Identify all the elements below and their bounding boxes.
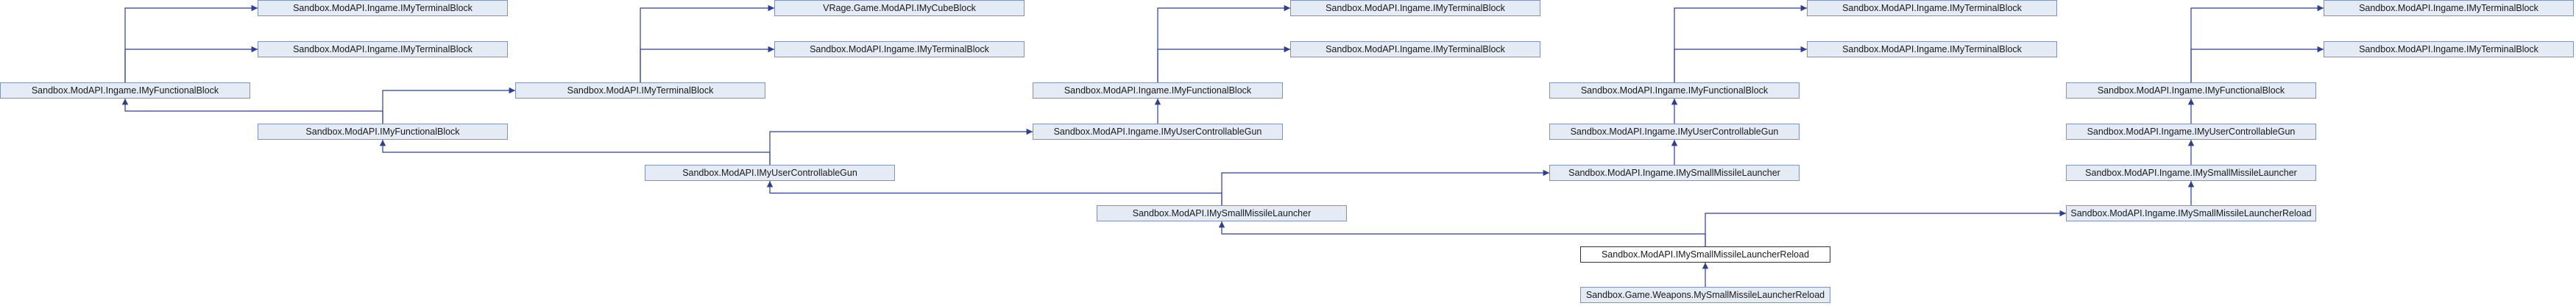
class-node[interactable]: Sandbox.ModAPI.IMyTerminalBlock bbox=[515, 82, 765, 99]
focus-class-node[interactable]: Sandbox.ModAPI.IMySmallMissileLauncherRe… bbox=[1580, 246, 1830, 263]
class-node[interactable]: Sandbox.ModAPI.Ingame.IMyUserControllabl… bbox=[2066, 124, 2316, 140]
inheritance-edge bbox=[1705, 210, 2066, 246]
class-node[interactable]: Sandbox.ModAPI.Ingame.IMySmallMissileLau… bbox=[1549, 165, 1800, 181]
inheritance-edge bbox=[1674, 46, 1807, 82]
class-node[interactable]: Sandbox.ModAPI.Ingame.IMySmallMissileLau… bbox=[2066, 165, 2316, 181]
inheritance-edge bbox=[1674, 4, 1807, 82]
inheritance-edge bbox=[1157, 46, 1290, 82]
class-node[interactable]: Sandbox.Game.Weapons.MySmallMissileLaunc… bbox=[1580, 287, 1830, 303]
class-node[interactable]: Sandbox.ModAPI.IMySmallMissileLauncher bbox=[1097, 205, 1347, 221]
inheritance-edge bbox=[121, 99, 383, 124]
class-node[interactable]: Sandbox.ModAPI.Ingame.IMyFunctionalBlock bbox=[1033, 82, 1283, 99]
class-node[interactable]: Sandbox.ModAPI.Ingame.IMyTerminalBlock bbox=[258, 41, 508, 57]
class-node[interactable]: Sandbox.ModAPI.IMyFunctionalBlock bbox=[258, 124, 508, 140]
inheritance-edge bbox=[640, 4, 774, 82]
inheritance-edge bbox=[1157, 4, 1290, 82]
class-node[interactable]: Sandbox.ModAPI.IMyUserControllableGun bbox=[645, 165, 895, 181]
class-node[interactable]: Sandbox.ModAPI.Ingame.IMySmallMissileLau… bbox=[2066, 205, 2316, 221]
class-node[interactable]: Sandbox.ModAPI.Ingame.IMyFunctionalBlock bbox=[1549, 82, 1800, 99]
class-node[interactable]: Sandbox.ModAPI.Ingame.IMyTerminalBlock bbox=[1807, 41, 2057, 57]
inheritance-edge bbox=[1221, 169, 1549, 205]
inheritance-edge bbox=[124, 4, 258, 82]
class-node[interactable]: VRage.Game.ModAPI.IMyCubeBlock bbox=[774, 0, 1025, 16]
class-node[interactable]: Sandbox.ModAPI.Ingame.IMyTerminalBlock bbox=[258, 0, 508, 16]
inheritance-edge bbox=[766, 181, 1222, 205]
class-node[interactable]: Sandbox.ModAPI.Ingame.IMyUserControllabl… bbox=[1033, 124, 1283, 140]
inheritance-edge bbox=[379, 140, 771, 165]
class-node[interactable]: Sandbox.ModAPI.Ingame.IMyTerminalBlock bbox=[1290, 41, 1540, 57]
class-node[interactable]: Sandbox.ModAPI.Ingame.IMyTerminalBlock bbox=[1807, 0, 2057, 16]
inheritance-edge bbox=[640, 46, 774, 82]
inheritance-edge bbox=[2190, 4, 2324, 82]
class-node[interactable]: Sandbox.ModAPI.Ingame.IMyTerminalBlock bbox=[2324, 0, 2574, 16]
inheritance-edge bbox=[382, 87, 515, 124]
class-node[interactable]: Sandbox.ModAPI.Ingame.IMyFunctionalBlock bbox=[2066, 82, 2316, 99]
inheritance-edge bbox=[2190, 46, 2324, 82]
inheritance-edge bbox=[1218, 221, 1706, 246]
class-node[interactable]: Sandbox.ModAPI.Ingame.IMyFunctionalBlock bbox=[0, 82, 250, 99]
inheritance-edge bbox=[769, 128, 1033, 165]
class-node[interactable]: Sandbox.ModAPI.Ingame.IMyTerminalBlock bbox=[2324, 41, 2574, 57]
class-node[interactable]: Sandbox.ModAPI.Ingame.IMyTerminalBlock bbox=[1290, 0, 1540, 16]
inheritance-edge bbox=[124, 46, 258, 82]
class-node[interactable]: Sandbox.ModAPI.Ingame.IMyUserControllabl… bbox=[1549, 124, 1800, 140]
class-node[interactable]: Sandbox.ModAPI.Ingame.IMyTerminalBlock bbox=[774, 41, 1025, 57]
